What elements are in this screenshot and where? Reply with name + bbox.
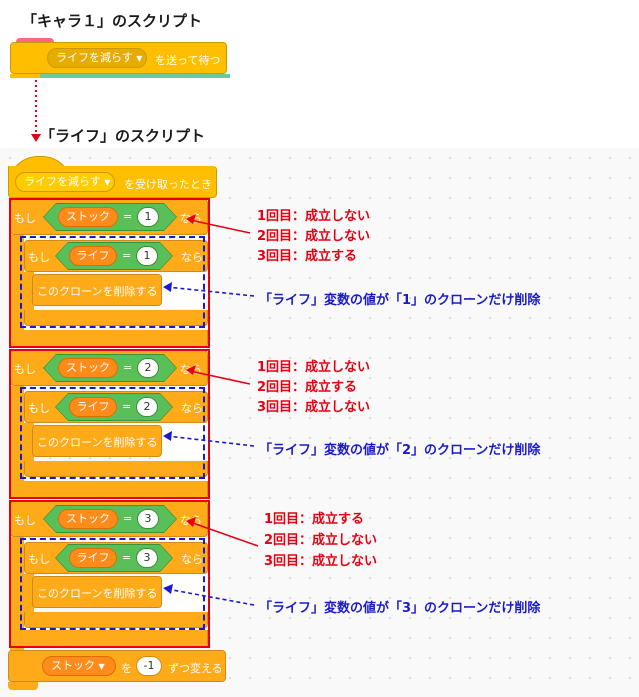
nested-if-3-arm [24, 574, 34, 622]
then-label: なら [181, 553, 203, 566]
nested-if-2-footer [24, 461, 208, 477]
change-by-label: を [121, 662, 132, 675]
if-label: もし [14, 212, 36, 225]
condition-1-result-2: 2回目：成立しない [257, 229, 371, 244]
condition-2-note: 「ライフ」変数の値が「2」のクローンだけ削除 [259, 443, 541, 458]
broadcast-message-label: ライフを減らす [56, 51, 133, 64]
equals-sign: = [123, 361, 133, 374]
hat-message-dropdown[interactable]: ライフを減らす ▼ [15, 172, 115, 192]
delete-clone-block[interactable] [32, 425, 162, 457]
chevron-down-icon: ▼ [98, 662, 105, 671]
nested-if-highlight-3 [20, 538, 205, 630]
condition-3-note: 「ライフ」変数の値が「3」のクローンだけ削除 [259, 601, 541, 616]
equals-sign: = [123, 210, 133, 223]
equals-sign: = [122, 249, 132, 262]
nested-if-3-footer [24, 612, 208, 628]
condition-1-result-1: 1回目：成立しない [257, 209, 371, 224]
change-variable-dropdown[interactable]: ストック ▼ [42, 656, 116, 676]
condition-3-result-1: 1回目：成立する [264, 512, 365, 527]
condition-2-result-1: 1回目：成立しない [257, 360, 371, 375]
condition-2-result-3: 3回目：成立しない [257, 400, 371, 415]
condition-highlight-2 [9, 349, 210, 499]
then-label: なら [181, 251, 203, 264]
if-label: もし [28, 251, 50, 264]
stock-variable[interactable]: ストック [58, 358, 118, 378]
nested-if-2-arm [24, 423, 34, 471]
life-variable[interactable]: ライフ [69, 548, 117, 568]
sprite1-script-heading: 「キャラ１」のスクリプト [22, 12, 203, 30]
life-script-heading: 「ライフ」のスクリプト [40, 127, 206, 145]
condition-value[interactable]: 3 [137, 509, 159, 529]
broadcast-suffix-label: を送って待つ [155, 54, 221, 67]
delete-clone-label: このクローンを削除する [37, 436, 158, 449]
equals-sign: = [122, 400, 132, 413]
nested-if-highlight-2 [20, 387, 205, 479]
condition-3-result-2: 2回目：成立しない [264, 533, 378, 548]
change-value-input[interactable]: -1 [136, 656, 162, 676]
empty-slot [162, 425, 206, 459]
delete-clone-label: このクローンを削除する [37, 285, 158, 298]
nested-if-highlight-1 [20, 236, 205, 328]
next-block-stub [40, 74, 230, 78]
condition-2-result-2: 2回目：成立する [257, 380, 358, 395]
condition-value[interactable]: 2 [137, 358, 159, 378]
stock-variable[interactable]: ストック [58, 509, 118, 529]
empty-slot [162, 274, 206, 308]
life-variable[interactable]: ライフ [69, 246, 117, 266]
condition-1-note: 「ライフ」変数の値が「1」のクローンだけ削除 [259, 293, 541, 308]
delete-clone-block[interactable] [32, 576, 162, 608]
condition-value[interactable]: 2 [136, 397, 158, 417]
if-label: もし [14, 514, 36, 527]
delete-clone-block[interactable] [32, 274, 162, 306]
hat-suffix-label: を受け取ったとき [124, 178, 212, 191]
empty-slot [162, 576, 206, 610]
then-label: なら [181, 402, 203, 415]
nested-if-1-footer [24, 310, 208, 326]
nested-if-1-arm [24, 272, 34, 320]
change-variable-label: ストック [51, 659, 95, 672]
hat-message-label: ライフを減らす [24, 175, 101, 188]
life-variable[interactable]: ライフ [69, 397, 117, 417]
broadcast-message-dropdown[interactable]: ライフを減らす ▼ [47, 48, 147, 68]
stock-variable[interactable]: ストック [58, 207, 118, 227]
condition-highlight-3 [9, 500, 210, 648]
if-label: もし [28, 402, 50, 415]
condition-highlight-1 [9, 198, 210, 348]
if-label: もし [28, 553, 50, 566]
chevron-down-icon: ▼ [136, 54, 143, 63]
change-suffix-label: ずつ変える [168, 662, 223, 675]
equals-sign: = [122, 551, 132, 564]
condition-value[interactable]: 3 [136, 548, 158, 568]
delete-clone-label: このクローンを削除する [37, 587, 158, 600]
block-connector [10, 74, 40, 78]
equals-sign: = [123, 512, 133, 525]
block-connector [8, 682, 38, 690]
chevron-down-icon: ▼ [104, 178, 111, 187]
condition-value[interactable]: 1 [136, 246, 158, 266]
condition-value[interactable]: 1 [137, 207, 159, 227]
if-label: もし [14, 363, 36, 376]
condition-1-result-3: 3回目：成立する [257, 249, 358, 264]
condition-3-result-3: 3回目：成立しない [264, 554, 378, 569]
